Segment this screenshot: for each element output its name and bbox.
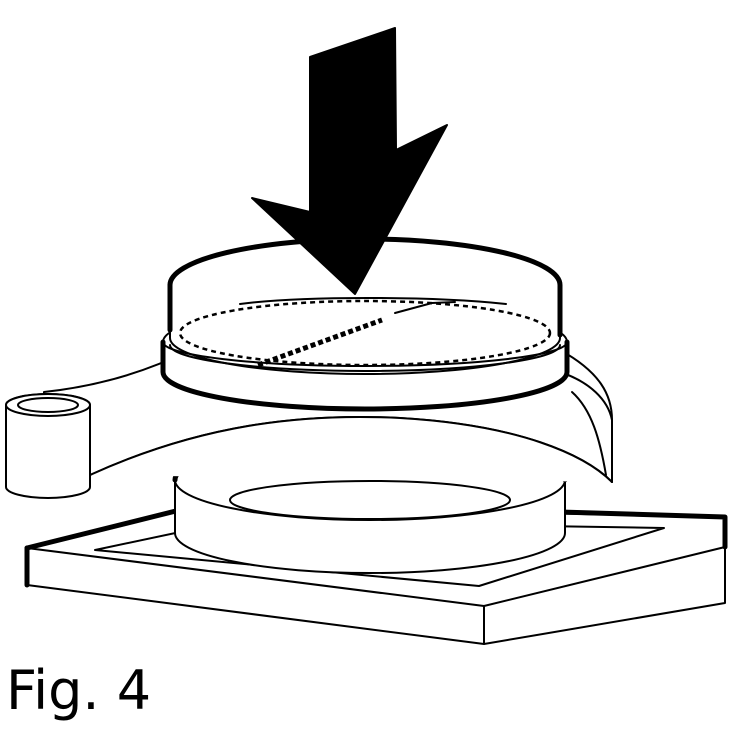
cut-outline-dashed bbox=[178, 299, 552, 367]
film-band-front bbox=[89, 415, 613, 483]
figure-caption: Fig. 4 bbox=[6, 659, 152, 722]
film-roll bbox=[5, 393, 91, 499]
upper-ring bbox=[160, 236, 570, 412]
down-arrow-icon bbox=[251, 27, 448, 295]
cut-line-dashed bbox=[257, 317, 383, 368]
